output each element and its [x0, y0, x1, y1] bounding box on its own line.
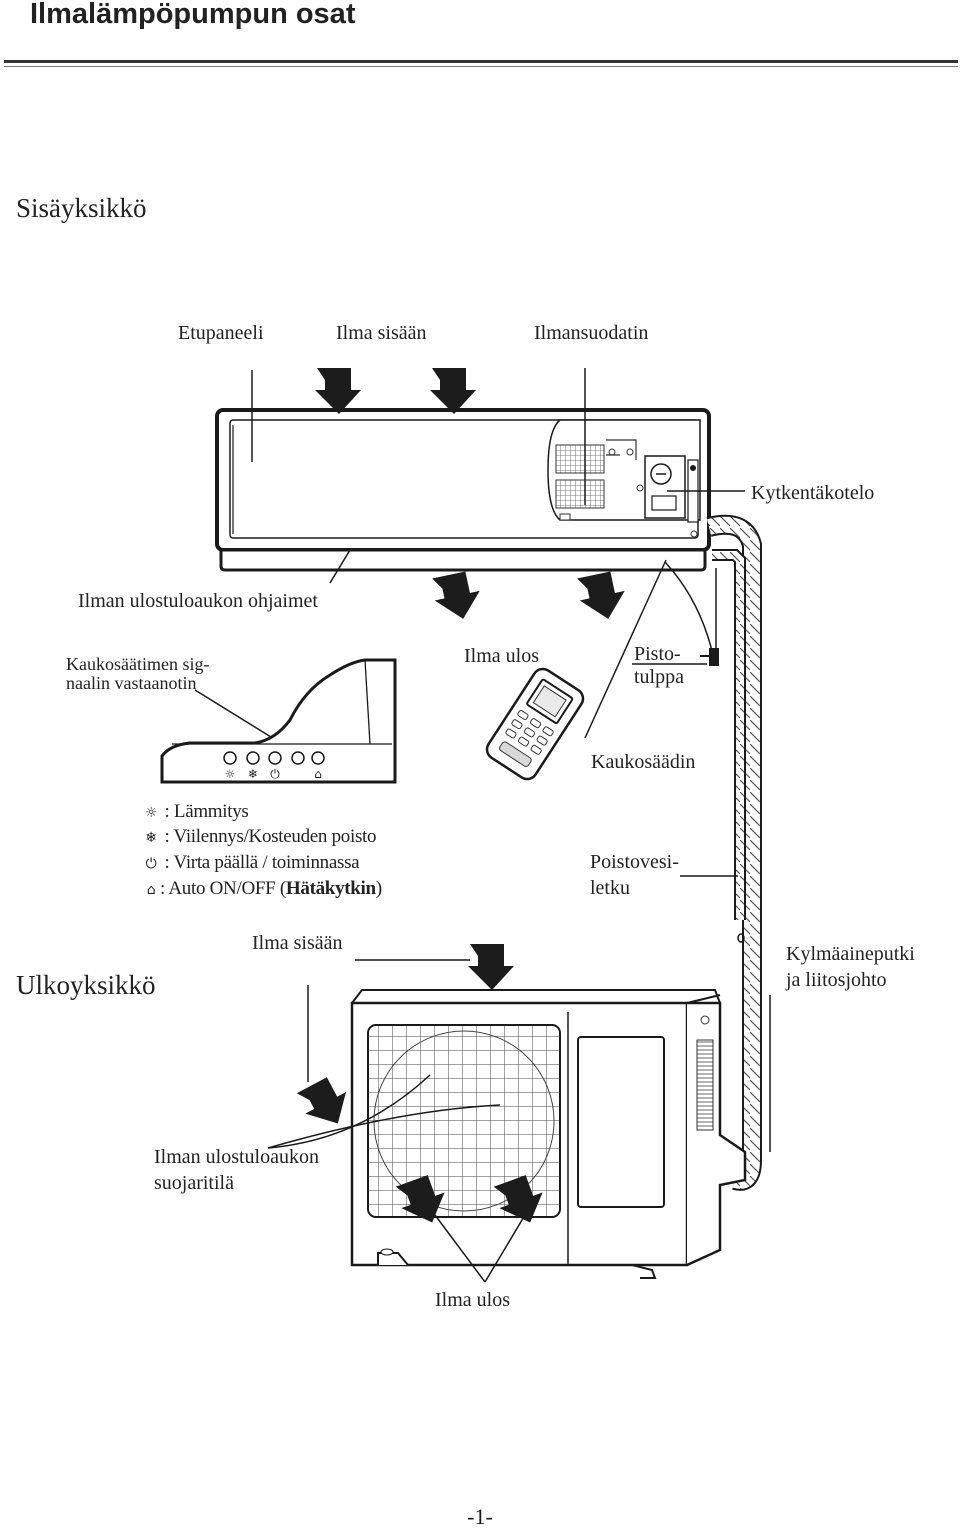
remote-control [485, 667, 585, 781]
outdoor-unit [350, 989, 747, 1279]
label-air-filter: Ilmansuodatin [534, 322, 649, 344]
outdoor-air-in-arrow [468, 944, 514, 990]
label-air-out: Ilma ulos [464, 645, 539, 667]
label-outdoor-air-out: Ilma ulos [435, 1289, 510, 1311]
svg-text:❄: ❄ [248, 767, 258, 781]
air-out-arrow-2 [575, 569, 630, 624]
label-remote-receiver-line2: naalin vastaanotin [66, 673, 197, 693]
title-divider [4, 60, 958, 63]
legend-text: : Viilennys/Kosteuden poisto [164, 826, 377, 847]
auto-switch-icon: ⌂ [146, 882, 156, 898]
indoor-unit [215, 408, 711, 572]
snowflake-icon: ❄ [145, 830, 157, 846]
legend-text-pre: : Auto ON/OFF ( [160, 878, 286, 899]
title-divider-thin [4, 66, 958, 67]
label-refrigerant-line2: ja liitosjohto [786, 969, 887, 991]
legend-row-power: ⏻ : Virta päällä / toiminnassa [142, 852, 360, 874]
svg-text:⌂: ⌂ [314, 767, 322, 781]
legend-text: : Virta päällä / toiminnassa [164, 852, 360, 873]
label-remote: Kaukosäädin [591, 751, 696, 773]
legend-row-heating: ☼ : Lämmitys [142, 801, 249, 823]
label-outlet-louvers: Ilman ulostuloaukon ohjaimet [78, 590, 318, 612]
power-icon: ⏻ [145, 856, 157, 872]
legend-text-bold: Hätäkytkin [285, 878, 376, 899]
svg-text:☼: ☼ [225, 767, 236, 781]
outdoor-leader-lines [267, 959, 771, 1283]
label-outdoor-air-in: Ilma sisään [252, 932, 343, 954]
label-refrigerant-line1: Kylmäaineputki [786, 943, 915, 965]
label-plug-line2: tulppa [634, 666, 684, 688]
receiver-closeup: ☼ ❄ ⏻ ⌂ [160, 658, 397, 784]
label-drain-line1: Poistovesi- [590, 851, 679, 873]
label-grille-line1: Ilman ulostuloaukon [154, 1146, 319, 1168]
page-title: Ilmalämpöpumpun osat [30, 0, 356, 30]
label-terminal-box: Kytkentäkotelo [751, 482, 875, 504]
legend-text-post: ) [375, 878, 382, 899]
legend-row-cooling: ❄ : Viilennys/Kosteuden poisto [142, 826, 376, 848]
label-plug-line1: Pisto- [634, 643, 681, 665]
page-number: -1- [467, 1504, 493, 1529]
label-remote-receiver-line1: Kaukosäätimen sig- [66, 654, 210, 674]
outdoor-air-in-side-arrow [295, 1072, 358, 1135]
outdoor-section-title: Ulkoyksikkö [16, 970, 156, 1000]
label-front-panel: Etupaneeli [178, 322, 264, 344]
sun-icon: ☼ [144, 805, 158, 821]
legend-row-auto: ⌂: Auto ON/OFF (Hätäkytkin) [142, 878, 382, 900]
label-grille-line2: suojaritilä [154, 1172, 234, 1194]
air-in-arrow-1 [315, 368, 361, 414]
indoor-section-title: Sisäyksikkö [16, 193, 147, 223]
legend-text: : Lämmitys [164, 801, 249, 822]
label-air-in: Ilma sisään [336, 322, 427, 344]
label-drain-line2: letku [590, 877, 630, 899]
air-in-arrow-2 [430, 368, 476, 414]
svg-text:⏻: ⏻ [270, 767, 280, 781]
air-out-arrow-1 [430, 569, 485, 624]
